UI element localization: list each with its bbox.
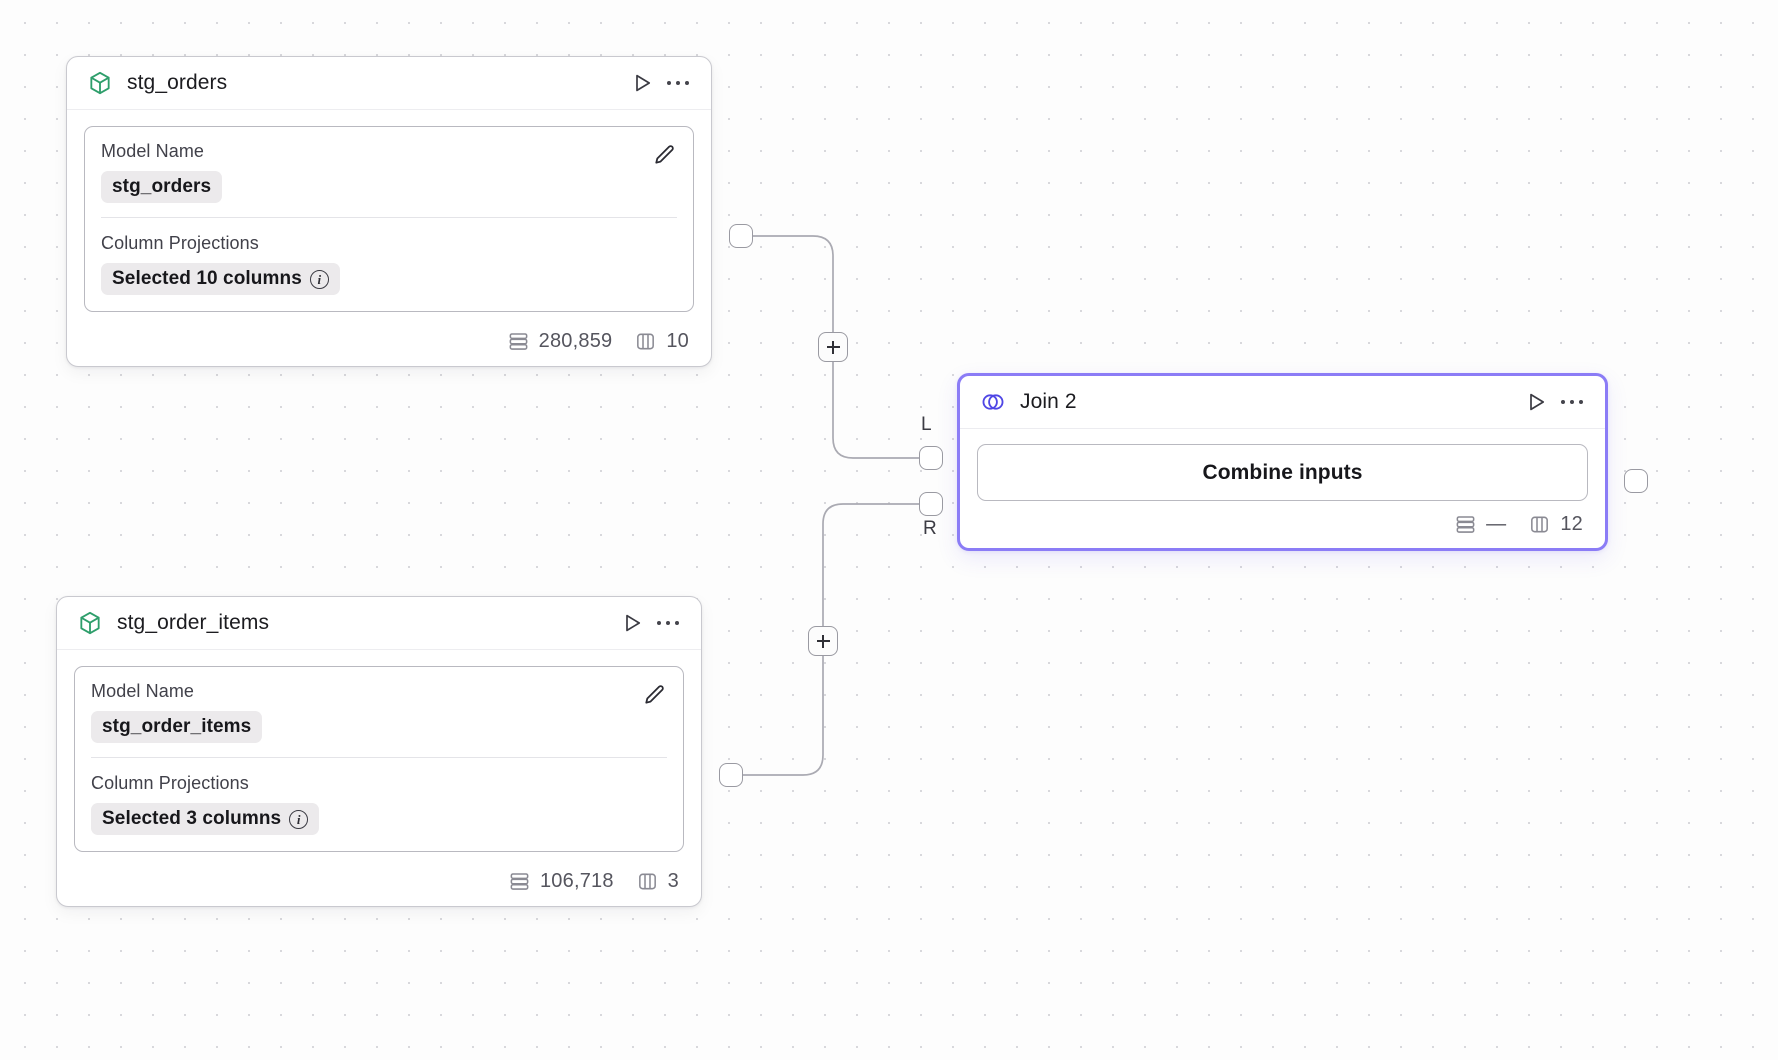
model-name-label: Model Name — [91, 681, 195, 701]
node-title: stg_orders — [127, 71, 228, 94]
node-header: stg_order_items — [57, 597, 701, 650]
rows-icon — [1454, 513, 1477, 536]
add-node-on-edge-button-top[interactable] — [818, 332, 848, 362]
column-projections-value[interactable]: Selected 10 columns i — [101, 263, 340, 295]
columns-icon — [1528, 513, 1551, 536]
edit-pencil-icon[interactable] — [642, 683, 667, 708]
node-footer-stats: 106,718 3 — [57, 864, 701, 906]
model-config-panel: Model Name stg_order_items Column Projec… — [74, 666, 684, 852]
edit-pencil-icon[interactable] — [652, 143, 677, 168]
node-body: Model Name stg_order_items Column Projec… — [57, 650, 701, 864]
row-count-value: 106,718 — [539, 870, 614, 892]
model-name-value: stg_order_items — [91, 711, 263, 743]
node-body: Model Name stg_orders Column Projections — [67, 110, 711, 324]
output-port-stg-order-items[interactable] — [719, 763, 743, 787]
node-stg-orders[interactable]: stg_orders Model Name stg_orders — [66, 56, 712, 367]
column-projections-row: Column Projections Selected 3 columns i — [91, 757, 667, 835]
model-name-label: Model Name — [101, 141, 205, 161]
column-projections-text: Selected 10 columns — [112, 268, 302, 289]
more-options-button[interactable] — [663, 68, 693, 98]
node-body: Combine inputs — [960, 429, 1605, 509]
run-button[interactable] — [617, 608, 647, 638]
row-count-value: 280,859 — [538, 330, 613, 352]
column-count-stat: 10 — [634, 330, 689, 353]
ellipsis-icon — [1560, 399, 1584, 405]
venn-icon — [980, 389, 1006, 415]
input-port-join-left[interactable] — [919, 446, 943, 470]
ellipsis-icon — [656, 620, 680, 626]
column-count-stat: 12 — [1528, 513, 1583, 536]
node-stg-order-items[interactable]: stg_order_items Model Name stg_order_ite… — [56, 596, 702, 907]
input-port-join-right[interactable] — [919, 492, 943, 516]
run-button[interactable] — [1521, 387, 1551, 417]
more-options-button[interactable] — [653, 608, 683, 638]
model-config-panel: Model Name stg_orders Column Projections — [84, 126, 694, 312]
columns-icon — [636, 870, 659, 893]
node-title: Join 2 — [1020, 390, 1077, 413]
column-projections-value[interactable]: Selected 3 columns i — [91, 803, 320, 835]
row-count-stat: 106,718 — [508, 870, 614, 893]
run-button[interactable] — [627, 68, 657, 98]
info-icon[interactable]: i — [309, 269, 329, 289]
node-header: stg_orders — [67, 57, 711, 110]
input-port-left-label: L — [921, 414, 932, 435]
ellipsis-icon — [666, 80, 690, 86]
row-count-stat: 280,859 — [507, 330, 613, 353]
column-count-value: 10 — [666, 330, 689, 352]
output-port-join-2[interactable] — [1624, 469, 1648, 493]
columns-icon — [634, 330, 657, 353]
rows-icon — [508, 870, 531, 893]
combine-inputs-button[interactable]: Combine inputs — [977, 444, 1588, 501]
output-port-stg-orders[interactable] — [729, 224, 753, 248]
node-footer-stats: 280,859 10 — [67, 324, 711, 366]
input-port-right-label: R — [923, 518, 937, 539]
model-name-row: Model Name stg_order_items — [91, 681, 667, 743]
column-count-value: 3 — [667, 870, 679, 892]
node-title: stg_order_items — [117, 611, 270, 634]
model-name-value: stg_orders — [101, 171, 223, 203]
combine-inputs-label: Combine inputs — [1202, 460, 1363, 484]
column-projections-label: Column Projections — [91, 773, 249, 793]
column-count-stat: 3 — [636, 870, 679, 893]
add-node-on-edge-button-bottom[interactable] — [808, 626, 838, 656]
row-count-stat: — — [1454, 513, 1506, 536]
node-join-2[interactable]: Join 2 Combine inputs — [957, 373, 1608, 551]
model-name-row: Model Name stg_orders — [101, 141, 677, 203]
cube-icon — [77, 610, 103, 636]
column-count-value: 12 — [1560, 513, 1583, 535]
cube-icon — [87, 70, 113, 96]
column-projections-row: Column Projections Selected 10 columns i — [101, 217, 677, 295]
info-icon[interactable]: i — [289, 809, 309, 829]
rows-icon — [507, 330, 530, 353]
column-projections-label: Column Projections — [101, 233, 259, 253]
row-count-value: — — [1486, 513, 1507, 535]
column-projections-text: Selected 3 columns — [102, 808, 282, 829]
node-header: Join 2 — [960, 376, 1605, 429]
node-footer-stats: — 12 — [960, 509, 1605, 548]
more-options-button[interactable] — [1557, 387, 1587, 417]
